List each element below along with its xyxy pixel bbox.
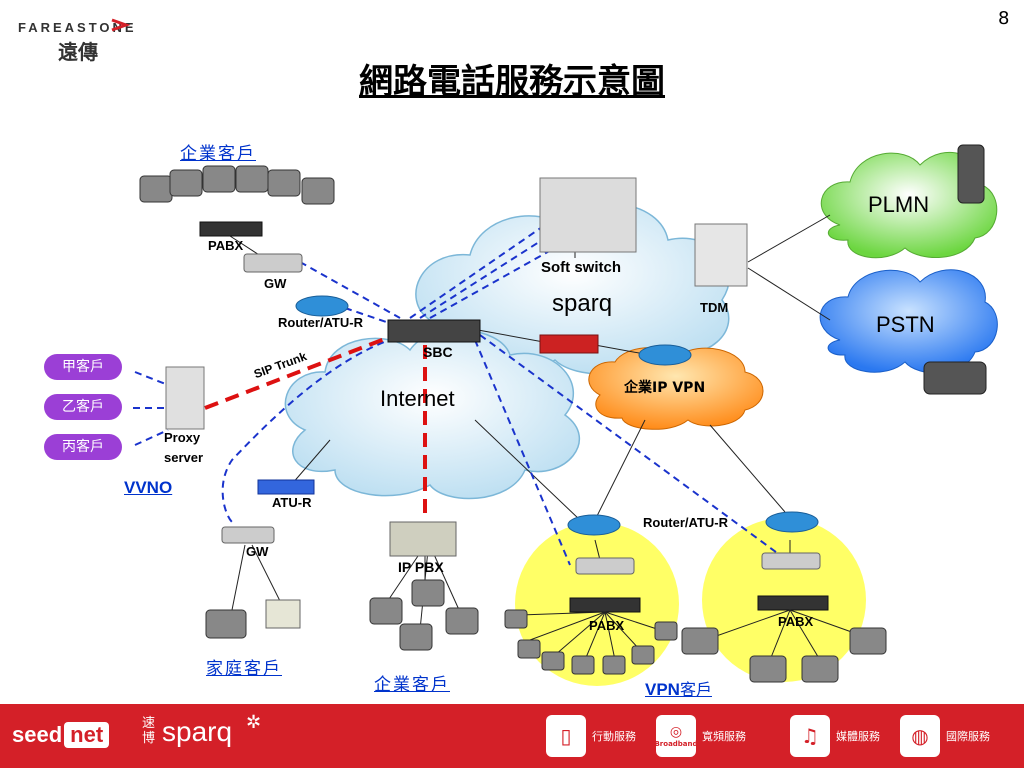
footer-service-broadband[interactable]: ◎ Broadband 寬頻服務 — [654, 714, 746, 758]
internet-cloud — [284, 329, 580, 500]
footer-service-international-label: 國際服務 — [946, 730, 990, 743]
label-gw-bottom: GW — [246, 544, 269, 559]
label-vpn-customer-prefix: VPN — [645, 680, 680, 699]
label-tdm: TDM — [700, 300, 729, 315]
mobile-phone-icon — [957, 144, 985, 204]
customer-jia-pill: 甲客戶 — [44, 354, 122, 380]
router-left — [295, 295, 349, 317]
label-plmn: PLMN — [868, 192, 930, 217]
label-pabx-top: PABX — [208, 238, 244, 253]
router-vpn-right — [765, 511, 819, 533]
label-vvno: VVNO — [124, 478, 173, 497]
brand-logo-zh: 遠傳 — [58, 40, 98, 64]
sip-trunk-links — [204, 333, 427, 520]
tdm-switch — [694, 223, 748, 287]
label-internet: Internet — [380, 386, 455, 411]
home-pc — [265, 599, 301, 629]
vpn-cloud — [588, 347, 764, 430]
network-diagram — [133, 144, 998, 686]
broadband-icon-sub: Broadband — [654, 740, 698, 748]
label-sparq-cloud: sparq — [552, 290, 613, 317]
customer-yi-pill: 乙客戶 — [44, 394, 122, 420]
broadband-icon-glyph: ◎ — [669, 724, 683, 740]
label-router-atu-right: Router/ATU-R — [643, 515, 728, 530]
label-home-customer: 家庭客戶 — [206, 659, 282, 679]
gw-top — [243, 253, 303, 273]
router-vpn-left — [567, 514, 621, 536]
label-vpn-cloud: 企業IP VPN — [624, 380, 706, 396]
vpn-left-phones — [504, 609, 678, 675]
sparq-logo-zh: 速博 — [142, 716, 156, 746]
atu-r-device — [257, 479, 315, 495]
customer-bing-pill: 丙客戶 — [44, 434, 122, 460]
ip-pbx — [389, 521, 457, 557]
firewall — [539, 334, 599, 354]
vpn-right-phones — [681, 609, 887, 683]
seednet-logo-seed: seed — [12, 722, 63, 747]
sparq-logo: sparq — [162, 716, 233, 747]
media-icon: ♫ — [790, 715, 830, 757]
router-vpn — [638, 344, 692, 366]
label-sbc: SBC — [423, 344, 453, 360]
broadband-icon: ◎ Broadband — [654, 715, 698, 757]
footer-service-media-label: 媒體服務 — [836, 730, 880, 743]
gw-vpn-left — [575, 557, 635, 575]
pabx-vpn-right — [757, 595, 829, 611]
label-atu-r: ATU-R — [272, 495, 312, 510]
footer-service-broadband-label: 寬頻服務 — [702, 730, 746, 743]
label-soft-switch: Soft switch — [541, 259, 622, 276]
pabx-vpn-left — [569, 597, 641, 613]
label-gw-top: GW — [264, 276, 287, 291]
brand-logo-en: FAREASTONE — [18, 20, 137, 35]
sparq-star-icon: ✲ — [246, 712, 262, 733]
label-router-atu-left: Router/ATU-R — [278, 315, 363, 330]
label-proxy-1: Proxy — [164, 430, 201, 445]
footer-service-mobile-label: 行動服務 — [592, 730, 636, 743]
label-enterprise-bottom: 企業客戶 — [374, 675, 450, 695]
enterprise-phones-top — [139, 165, 335, 205]
vpn-left-phone-fan — [519, 611, 661, 661]
pabx-top — [199, 221, 263, 237]
globe-icon: ◍ — [900, 715, 940, 757]
footer-service-media[interactable]: ♫ 媒體服務 — [790, 714, 880, 758]
footer-service-mobile[interactable]: ▯ 行動服務 — [546, 714, 636, 758]
gw-vpn-right — [761, 552, 821, 570]
slide-title: 網路電話服務示意圖 — [359, 62, 665, 102]
sbc-device — [387, 319, 481, 343]
plmn-cloud — [820, 151, 998, 259]
label-vpn-customer: VPN客戶 — [645, 676, 712, 700]
footer-service-international[interactable]: ◍ 國際服務 — [900, 714, 990, 758]
label-pabx-vpn-left: PABX — [589, 618, 625, 633]
soft-switch — [539, 177, 637, 253]
pstn-cloud — [819, 269, 998, 374]
label-proxy-2: server — [164, 450, 204, 465]
enterprise-phones-bottom — [369, 579, 479, 651]
label-vpn-customer-suffix: 客戶 — [679, 680, 712, 699]
label-pabx-vpn-right: PABX — [778, 614, 814, 629]
label-pstn: PSTN — [876, 312, 935, 337]
footer-bar — [0, 704, 1024, 768]
label-enterprise-top: 企業客戶 — [180, 144, 256, 164]
home-phone — [205, 609, 247, 639]
seednet-logo-net: net — [64, 722, 110, 748]
mobile-icon: ▯ — [546, 715, 586, 757]
desk-phone-icon — [923, 361, 987, 395]
dashed-links — [133, 224, 781, 566]
proxy-server — [165, 366, 205, 430]
page-number: 8 — [998, 8, 1010, 29]
gw-bottom — [221, 526, 275, 544]
logo-arrow-icon — [111, 18, 131, 32]
label-ip-pbx: IP PBX — [398, 559, 444, 575]
